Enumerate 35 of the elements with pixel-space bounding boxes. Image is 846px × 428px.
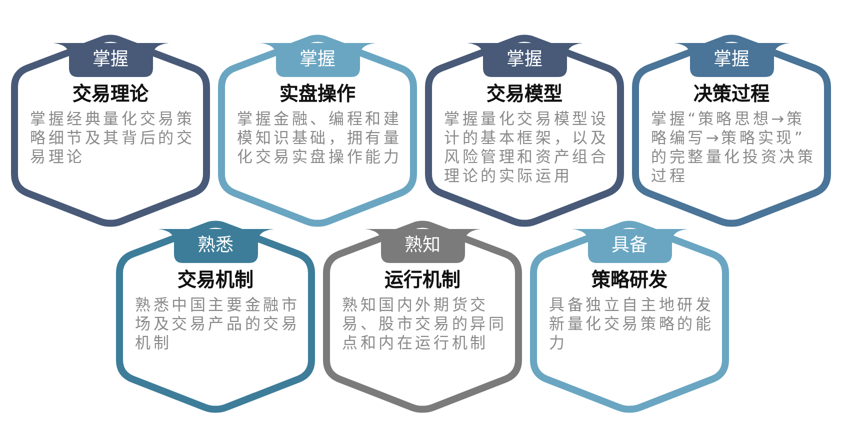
card-title: 交易机制 (178, 268, 254, 293)
hexagon-card (323, 219, 522, 415)
banner-tab (158, 229, 274, 263)
tab-label: 掌握 (714, 50, 750, 70)
banner-tab (572, 229, 688, 263)
tab-label: 熟悉 (198, 236, 234, 256)
card-description: 熟知国内外期货交易、股市交易的异同点和内在运行机制 (342, 296, 508, 353)
card-description: 掌握量化交易模型设计的基本框架，以及风险管理和资产组合理论的实际运用 (444, 110, 610, 186)
card-description: 掌握经典量化交易策略细节及其背后的交易理论 (30, 110, 196, 167)
tab-label: 熟知 (404, 236, 440, 256)
card-description: 掌握“策略思想→策略编写→策略实现”的完整量化投资决策过程 (651, 110, 817, 186)
banner-tab (52, 43, 168, 77)
hexagon-card (530, 219, 729, 415)
card-description: 具备独立自主地研发新量化交易策略的能力 (549, 296, 715, 353)
tab-label: 掌握 (92, 50, 128, 70)
tab-label: 具备 (612, 236, 648, 256)
tab-label: 掌握 (300, 50, 336, 70)
card-title: 运行机制 (384, 268, 460, 293)
card-description: 掌握金融、编程和建模知识基础，拥有量化交易实盘操作能力 (237, 110, 403, 167)
hexagon-card (11, 33, 210, 229)
banner-tab (364, 229, 480, 263)
hexagon-card (425, 33, 624, 229)
card-title: 交易理论 (72, 82, 148, 107)
tab-label: 掌握 (506, 50, 542, 70)
card-title: 实盘操作 (280, 82, 356, 107)
card-description: 熟悉中国主要金融市场及交易产品的交易机制 (135, 296, 301, 353)
banner-tab (466, 43, 582, 77)
hexagon-card (632, 33, 831, 229)
card-title: 策略研发 (592, 268, 668, 293)
card-title: 交易模型 (486, 82, 562, 107)
hexagon-card (116, 219, 315, 415)
hexagon-card (218, 33, 417, 229)
banner-tab (674, 43, 790, 77)
card-title: 决策过程 (694, 82, 770, 107)
banner-tab (260, 43, 376, 77)
